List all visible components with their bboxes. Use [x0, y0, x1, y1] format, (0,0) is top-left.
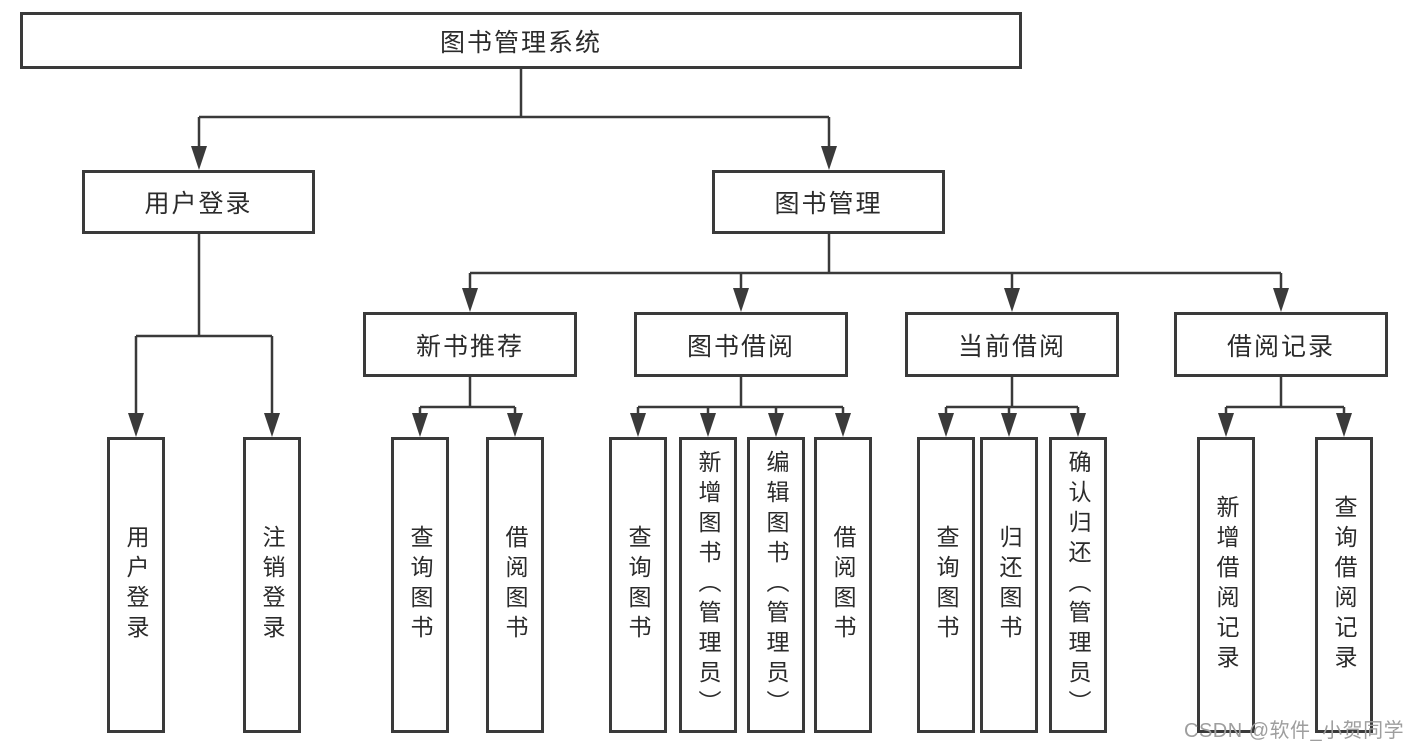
arrowhead-down-icon	[768, 413, 784, 437]
arrowhead-down-icon	[507, 413, 523, 437]
arrowhead-down-icon	[630, 413, 646, 437]
arrowhead-down-icon	[1336, 413, 1352, 437]
leaf-query-books-2: 查询图书	[609, 437, 667, 733]
leaf-label: 查询借阅记录	[1331, 495, 1357, 675]
arrowhead-down-icon	[1273, 288, 1289, 312]
node-book-borrow: 图书借阅	[634, 312, 848, 377]
leaf-label: 新增借阅记录	[1213, 495, 1239, 675]
arrowhead-down-icon	[1001, 413, 1017, 437]
node-new-book-recommend: 新书推荐	[363, 312, 577, 377]
node-book-management: 图书管理	[712, 170, 945, 234]
connector-borrow-record-branch	[1224, 377, 1346, 414]
leaf-label: 查询图书	[407, 525, 433, 645]
arrowhead-down-icon	[1004, 288, 1020, 312]
leaf-label: 用户登录	[123, 525, 149, 645]
leaf-label: 新增图书（管理员）	[695, 450, 721, 720]
connector-user-login-branch	[134, 234, 274, 414]
node-current-borrow: 当前借阅	[905, 312, 1119, 377]
leaf-confirm-return-admin: 确认归还（管理员）	[1049, 437, 1107, 733]
leaf-add-books-admin: 新增图书（管理员）	[679, 437, 737, 733]
leaf-edit-books-admin: 编辑图书（管理员）	[747, 437, 805, 733]
arrowhead-down-icon	[700, 413, 716, 437]
leaf-query-books: 查询图书	[391, 437, 449, 733]
arrowheads	[128, 146, 1352, 437]
arrowhead-down-icon	[412, 413, 428, 437]
leaf-logout-login: 注销登录	[243, 437, 301, 733]
leaf-label: 查询图书	[933, 525, 959, 645]
arrowhead-down-icon	[733, 288, 749, 312]
connector-book-borrow-branch	[636, 377, 845, 414]
connector-root-branch	[197, 69, 831, 148]
leaf-query-books-3: 查询图书	[917, 437, 975, 733]
leaf-label: 查询图书	[625, 525, 651, 645]
arrowhead-down-icon	[1070, 413, 1086, 437]
leaf-label: 编辑图书（管理员）	[763, 450, 789, 720]
node-user-login: 用户登录	[82, 170, 315, 234]
leaf-label: 借阅图书	[502, 525, 528, 645]
arrowhead-down-icon	[191, 146, 207, 170]
leaf-label: 注销登录	[259, 525, 285, 645]
leaf-borrow-books: 借阅图书	[486, 437, 544, 733]
node-borrow-record: 借阅记录	[1174, 312, 1388, 377]
leaf-label: 归还图书	[996, 525, 1022, 645]
leaf-return-books: 归还图书	[980, 437, 1038, 733]
leaf-query-borrow-record: 查询借阅记录	[1315, 437, 1373, 733]
connector-new-book-branch	[418, 377, 517, 414]
connector-book-management-branch	[468, 234, 1283, 290]
arrowhead-down-icon	[835, 413, 851, 437]
arrowhead-down-icon	[462, 288, 478, 312]
arrowhead-down-icon	[264, 413, 280, 437]
csdn-watermark: CSDN @软件_小贺同学	[1184, 720, 1405, 742]
arrowhead-down-icon	[1218, 413, 1234, 437]
arrowhead-down-icon	[128, 413, 144, 437]
connector-current-borrow-branch	[944, 377, 1080, 414]
leaf-borrow-books-2: 借阅图书	[814, 437, 872, 733]
arrowhead-down-icon	[938, 413, 954, 437]
leaf-add-borrow-record: 新增借阅记录	[1197, 437, 1255, 733]
leaf-user-login: 用户登录	[107, 437, 165, 733]
arrowhead-down-icon	[821, 146, 837, 170]
leaf-label: 确认归还（管理员）	[1065, 450, 1091, 720]
node-library-system: 图书管理系统	[20, 12, 1022, 69]
leaf-label: 借阅图书	[830, 525, 856, 645]
